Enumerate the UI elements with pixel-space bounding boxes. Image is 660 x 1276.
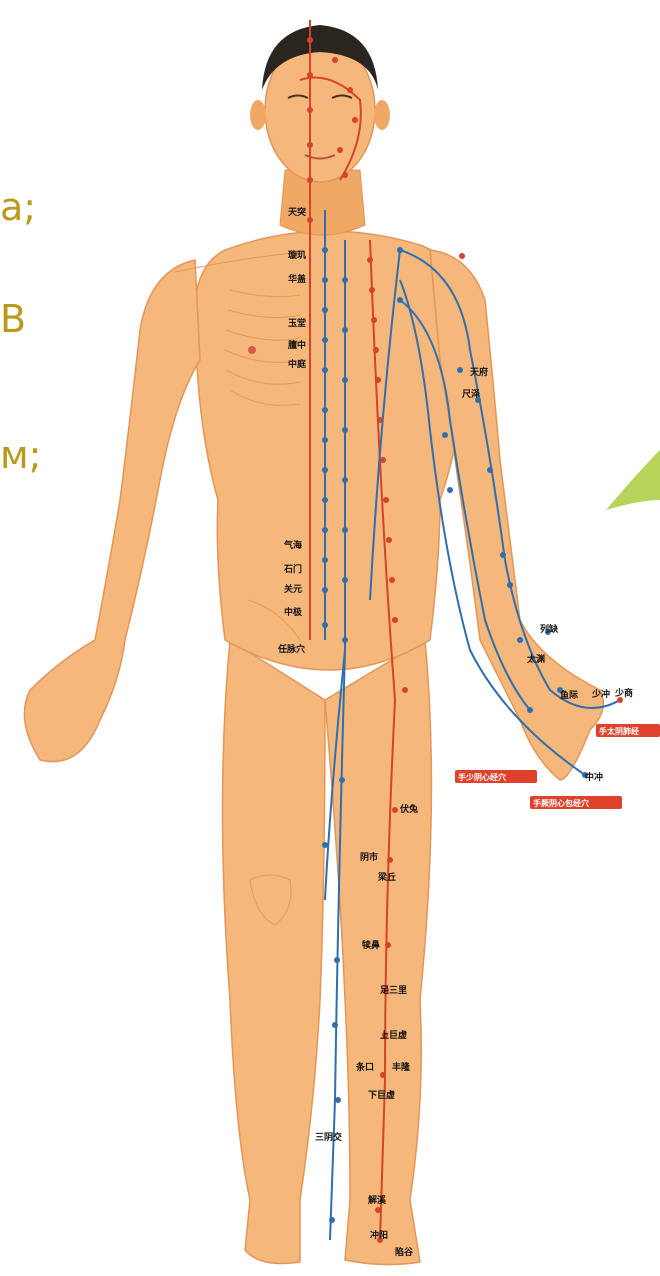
point-label: 列缺 [540, 623, 559, 635]
point-label: 解溪 [368, 1194, 387, 1206]
point-label: 玉堂 [288, 317, 306, 329]
point-label: 陷谷 [395, 1246, 414, 1258]
side-text-line-2: B [0, 300, 26, 338]
leaf-icon [606, 450, 660, 510]
point-label: 中庭 [288, 358, 307, 370]
point-label: 丰隆 [392, 1061, 411, 1073]
legend-lung: 手太阴肺经 [599, 726, 639, 736]
point-label: 关元 [284, 583, 302, 595]
point-label: 少商 [614, 687, 633, 699]
ren-mai-label: 任脉穴 [277, 643, 305, 655]
legend-pericardium: 手厥阴心包经穴 [533, 798, 589, 808]
point-label: 膻中 [288, 339, 306, 351]
point-label: 气海 [283, 539, 302, 551]
point-label: 足三里 [380, 985, 407, 996]
point-label: 鱼际 [560, 689, 578, 701]
point-label: 天突 [288, 206, 306, 218]
side-text-line-3: м; [0, 436, 41, 474]
point-label: 犊鼻 [362, 939, 380, 951]
point-label: 天府 [470, 366, 488, 378]
point-label: 中冲 [585, 771, 603, 783]
point-label: 璇玑 [288, 249, 306, 261]
point-label: 下巨虚 [368, 1089, 395, 1101]
point-label: 条口 [355, 1061, 374, 1073]
point-label: 中极 [284, 606, 303, 618]
point-label: 上巨虚 [380, 1029, 407, 1041]
point-label: 尺泽 [462, 388, 480, 400]
point-label: 阴市 [360, 851, 378, 863]
point-label: 伏兔 [400, 803, 418, 815]
point-label: 华盖 [288, 273, 306, 285]
point-label: 少冲 [591, 688, 610, 700]
point-label: 太渊 [526, 653, 545, 665]
legend-heart: 手少阴心经穴 [458, 772, 506, 782]
point-label: 冲阳 [370, 1229, 388, 1241]
point-label: 梁丘 [377, 871, 396, 883]
point-label: 石门 [283, 563, 302, 575]
side-text-line-1: a; [0, 188, 36, 226]
point-label: 三阴交 [315, 1131, 342, 1143]
